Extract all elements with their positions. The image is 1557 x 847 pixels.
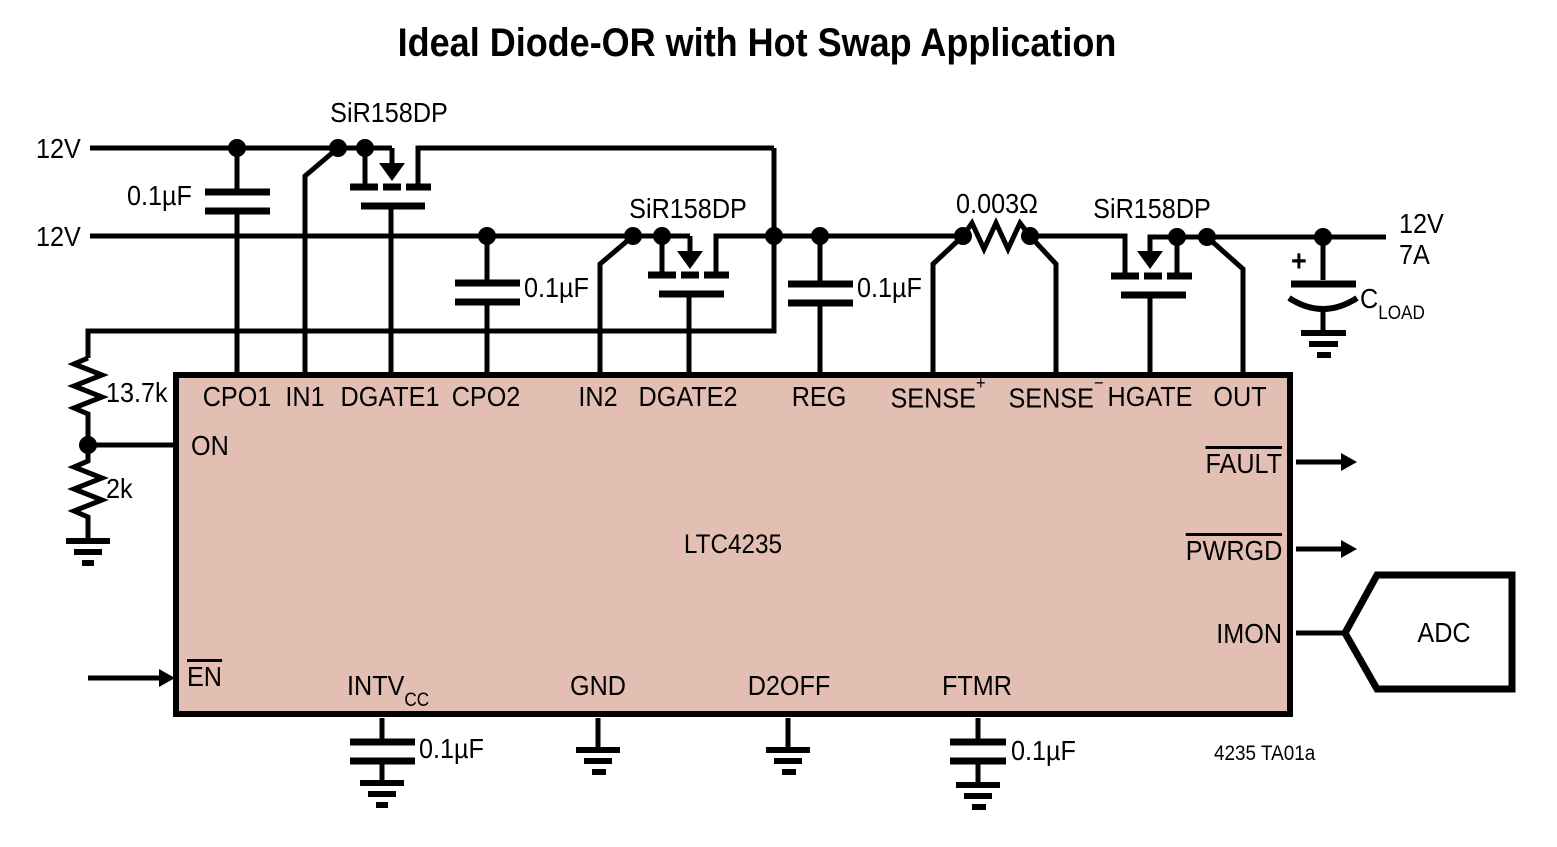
ltc4235-ic-body xyxy=(173,372,1293,717)
sense-resistor-value: 0.003Ω xyxy=(956,188,1038,219)
output-current-label: 7A xyxy=(1399,239,1430,270)
capacitor-cload xyxy=(1287,237,1359,358)
wire-sense-minus xyxy=(1028,234,1059,372)
figure-note: 4235 TA01a xyxy=(1214,742,1316,765)
cload-label: CLOAD xyxy=(1360,283,1425,324)
wire-in1 xyxy=(302,146,340,372)
resistor-bottom-value: 2k xyxy=(106,473,133,504)
pin-label-cpo1: CPO1 xyxy=(202,381,272,412)
pin-label-fault: FAULT xyxy=(1205,446,1282,479)
ground-d2off-pin xyxy=(766,718,810,775)
cap-reg-value: 0.1µF xyxy=(857,272,922,303)
ground-gnd-pin xyxy=(576,718,620,775)
adc-label: ADC xyxy=(1417,617,1471,648)
pin-label-sense-plus: SENSE+ xyxy=(890,372,986,414)
pin-label-sense-minus: SENSE− xyxy=(1008,372,1104,414)
mosfet1-partnumber: SiR158DP xyxy=(330,97,448,128)
pin-label-on: ON xyxy=(191,430,229,461)
wire-in2 xyxy=(597,234,635,372)
pin-label-gnd: GND xyxy=(569,670,627,701)
pin-label-imon: IMON xyxy=(1216,618,1282,649)
capacitor-cpo1 xyxy=(205,148,270,372)
pin-label-dgate1: DGATE1 xyxy=(340,381,440,412)
arrow-fault-output xyxy=(1296,453,1357,471)
pin-label-out: OUT xyxy=(1213,381,1267,412)
resistor-top-value: 13.7k xyxy=(106,377,168,408)
page-title: Ideal Diode-OR with Hot Swap Application xyxy=(397,21,1117,65)
cap-intvcc-value: 0.1µF xyxy=(419,733,484,764)
arrowhead-icon xyxy=(1341,453,1357,471)
pin-label-in1: IN1 xyxy=(285,381,325,412)
pin-label-hgate: HGATE xyxy=(1107,381,1193,412)
arrow-en-input xyxy=(88,669,175,687)
arrow-pwrgd-output xyxy=(1296,540,1357,558)
cap-cpo2-value: 0.1µF xyxy=(524,272,589,303)
junction-dots xyxy=(79,139,1332,454)
pin-label-dgate2: DGATE2 xyxy=(638,381,738,412)
pin-label-pwrgd: PWRGD xyxy=(1185,533,1282,566)
wire-sense-plus xyxy=(930,234,965,372)
pin-label-ftmr: FTMR xyxy=(942,670,1012,701)
cap-ftmr-value: 0.1µF xyxy=(1011,735,1076,766)
pin-label-en: EN xyxy=(187,659,223,692)
body-diode-arrow-icon xyxy=(677,251,703,269)
wire-out-pin xyxy=(1205,235,1246,372)
resistor-sense xyxy=(960,217,1032,255)
adc-block-outline xyxy=(1340,571,1516,693)
supply1-label: 12V xyxy=(36,133,81,164)
pin-label-in2: IN2 xyxy=(578,381,618,412)
supply2-label: 12V xyxy=(36,221,81,252)
mosfet2-partnumber: SiR158DP xyxy=(629,193,747,224)
cap-cpo1-value: 0.1µF xyxy=(127,180,192,211)
ic-name: LTC4235 xyxy=(683,529,783,559)
body-diode-arrow-icon xyxy=(1137,251,1163,269)
capacitor-intvcc xyxy=(350,718,415,808)
output-voltage-label: 12V xyxy=(1399,208,1444,239)
pin-label-d2off: D2OFF xyxy=(747,670,831,701)
pin-label-intvcc: INTVCC xyxy=(347,670,430,711)
resistor-divider-on xyxy=(66,355,173,566)
arrowhead-icon xyxy=(159,669,175,687)
arrowhead-icon xyxy=(1341,540,1357,558)
capacitor-cpo2 xyxy=(455,236,520,372)
pin-label-cpo2: CPO2 xyxy=(451,381,521,412)
body-diode-arrow-icon xyxy=(379,163,405,181)
pin-label-reg: REG xyxy=(791,381,847,412)
capacitor-reg xyxy=(788,236,853,372)
cload-plus-sign: + xyxy=(1291,245,1307,278)
mosfet3-partnumber: SiR158DP xyxy=(1093,193,1211,224)
capacitor-ftmr xyxy=(950,718,1006,810)
